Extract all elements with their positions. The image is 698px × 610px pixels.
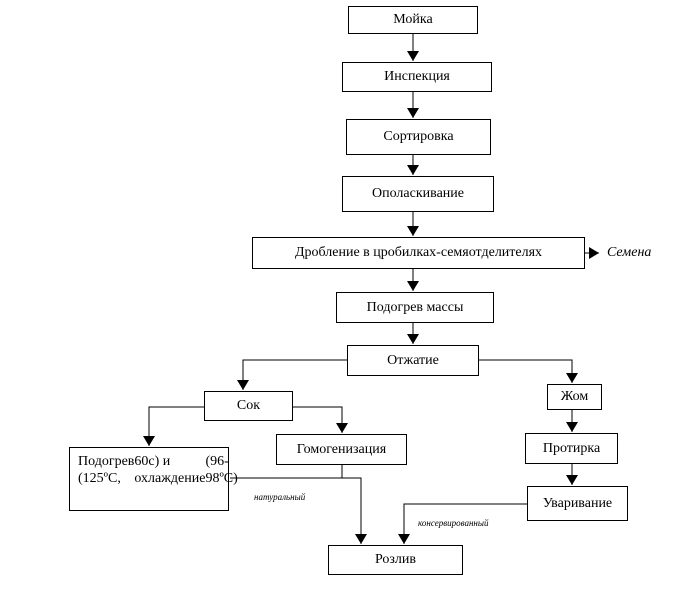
node-heating-cooling-line-1: Подогрев (125ºС, bbox=[78, 454, 135, 486]
node-pressing-label: Отжатие bbox=[387, 352, 439, 368]
node-pressing: Отжатие bbox=[347, 345, 479, 376]
node-wiping: Протирка bbox=[525, 433, 618, 464]
node-bottling-label: Розлив bbox=[374, 552, 417, 567]
node-wiping-label: Протирка bbox=[542, 440, 601, 456]
node-inspection: Инспекция bbox=[342, 62, 492, 92]
arrow-pressing-to-juice bbox=[237, 359, 347, 390]
node-pomace-label: Жом bbox=[560, 389, 589, 404]
arrow-pressing-to-pomace bbox=[479, 359, 578, 383]
node-washing: Мойка bbox=[348, 6, 478, 34]
node-crushing: Дробление в цробилках-семяотделителях bbox=[252, 237, 585, 269]
node-juice: Сок bbox=[204, 391, 293, 421]
node-rinsing-label: Ополаскивание bbox=[372, 186, 464, 201]
arrow-juice-to-heating-cooling bbox=[143, 406, 204, 446]
node-bottling: Розлив bbox=[328, 545, 463, 575]
node-heating-mass-label: Подогрев массы bbox=[366, 299, 464, 315]
node-juice-label: Сок bbox=[236, 398, 261, 413]
node-homogenization-label: Гомогенизация bbox=[296, 441, 387, 457]
arrow-natural-to-bottling bbox=[342, 477, 367, 544]
edge-label-natural: натуральный bbox=[254, 492, 306, 502]
node-crushing-label: Дробление в цробилках-семяотделителях bbox=[294, 245, 543, 260]
node-inspection-label: Инспекция bbox=[384, 69, 450, 84]
node-boiling-label: Уваривание bbox=[542, 495, 613, 511]
output-seeds-label: Семена bbox=[607, 245, 652, 260]
node-washing-label: Мойка bbox=[393, 12, 433, 27]
edge-label-canned: консервированный bbox=[418, 518, 489, 528]
arrow-boiling-to-bottling bbox=[398, 503, 527, 544]
arrow-juice-to-homogenization bbox=[293, 406, 348, 433]
node-heating-cooling-line-2: 60с) и охлаждение bbox=[134, 454, 206, 486]
node-sorting: Сортировка bbox=[346, 119, 491, 155]
node-sorting-label: Сортировка bbox=[383, 129, 454, 144]
node-homogenization: Гомогенизация bbox=[276, 434, 407, 465]
node-heating-cooling: Подогрев (125ºС, 60с) и охлаждение (96-9… bbox=[69, 447, 238, 511]
node-rinsing: Ополаскивание bbox=[342, 176, 494, 212]
node-pomace: Жом bbox=[547, 384, 602, 410]
node-boiling: Уваривание bbox=[527, 486, 628, 521]
node-heating-mass: Подогрев массы bbox=[336, 292, 494, 323]
node-heating-cooling-line-3: (96-98ºС) bbox=[205, 454, 238, 486]
arrow-homogenization-to-bottling bbox=[230, 465, 343, 479]
